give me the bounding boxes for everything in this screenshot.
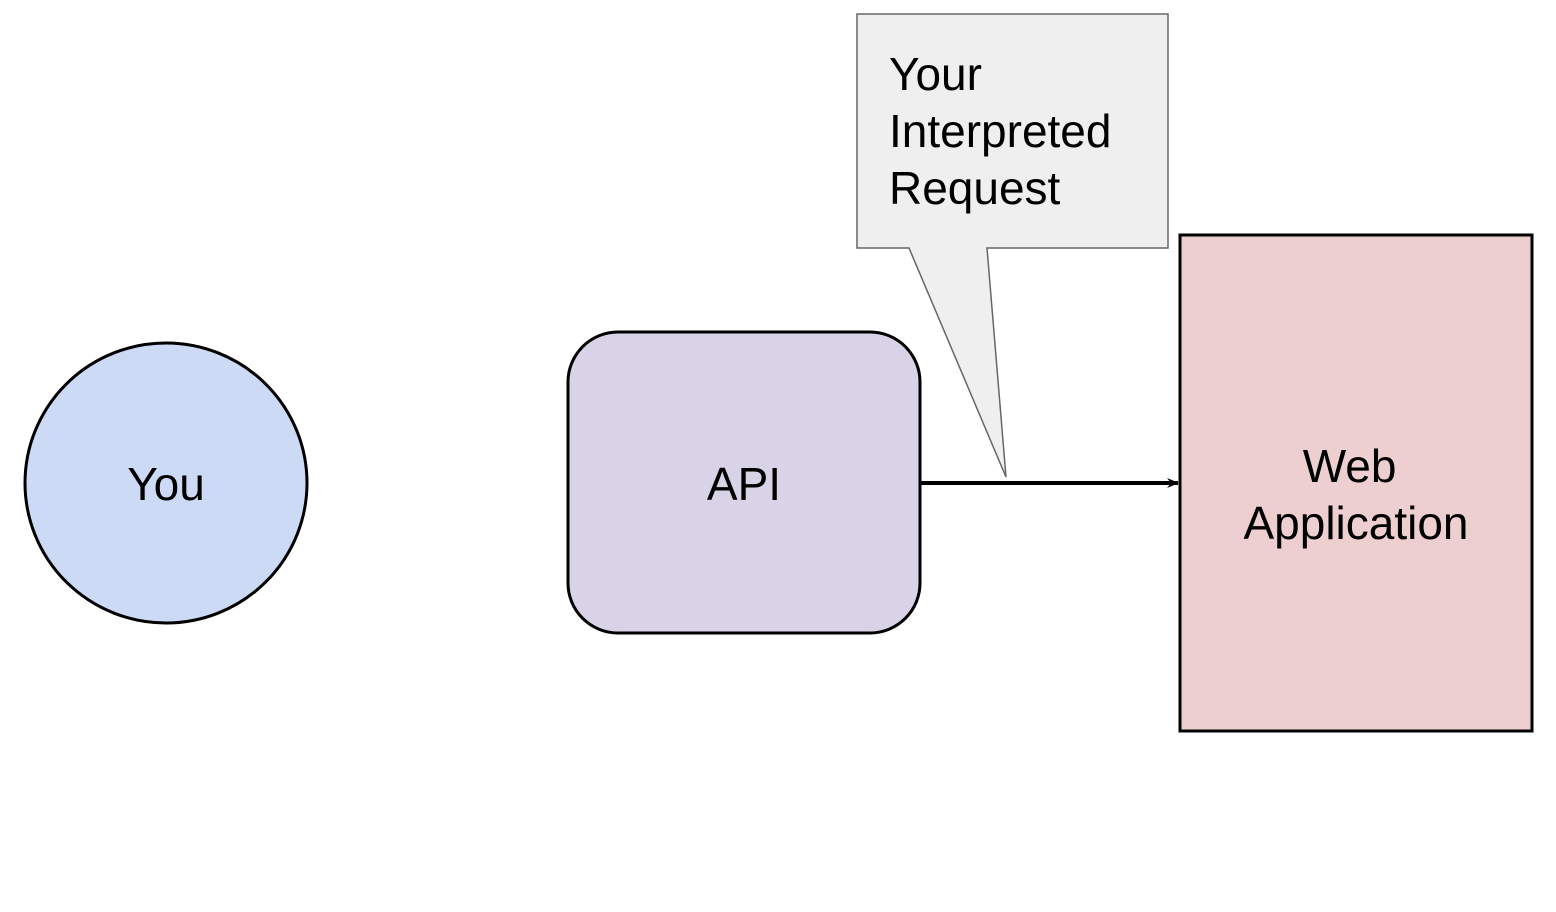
web-application-label: Web Application (1243, 440, 1468, 549)
api-label: API (707, 458, 781, 510)
you-node[interactable]: You (23, 341, 309, 625)
web-application-label-line1: Web (1303, 440, 1397, 492)
callout-line2: Interpreted (889, 105, 1111, 157)
callout-line3: Request (889, 162, 1061, 214)
interpreted-request-callout[interactable]: Your Interpreted Request (856, 13, 1169, 478)
web-application-box (1178, 233, 1534, 733)
callout-bubble (856, 13, 1169, 478)
you-label: You (127, 458, 205, 510)
web-application-label-line2: Application (1243, 497, 1468, 549)
callout-text: Your Interpreted Request (889, 48, 1124, 214)
you-circle (23, 341, 309, 625)
api-node[interactable]: API (566, 330, 922, 635)
web-application-node[interactable]: Web Application (1178, 233, 1534, 733)
callout-line1: Your (889, 48, 982, 100)
